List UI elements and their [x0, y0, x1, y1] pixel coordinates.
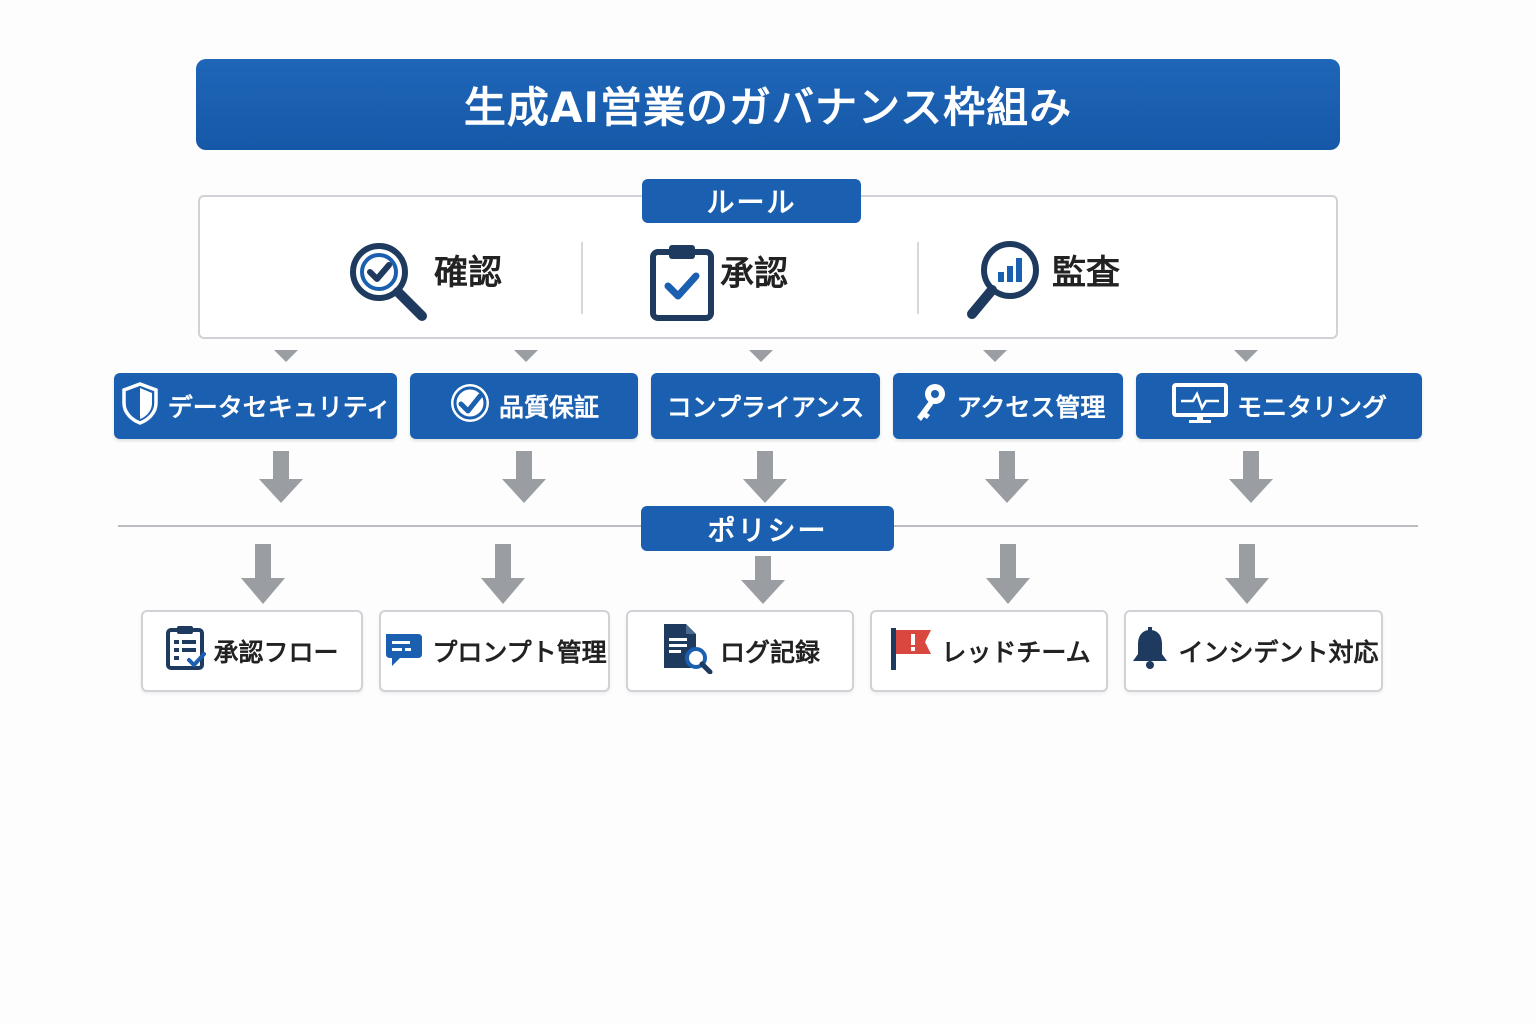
category-label: データセキュリティ — [167, 393, 392, 422]
rule-item-approve: 承認 — [650, 242, 788, 326]
category-label: モニタリング — [1236, 393, 1387, 422]
leaf-label: プロンプト管理 — [432, 638, 607, 667]
page-title: 生成AI営業のガバナンス枠組み — [196, 59, 1340, 150]
check-circle-icon — [449, 382, 491, 430]
rule-item-confirm: 確認 — [346, 240, 502, 326]
arrow-down-icon — [1234, 350, 1258, 362]
title-text: 生成AI営業のガバナンス枠組み — [463, 83, 1073, 132]
shield-icon — [120, 381, 160, 431]
arrow-down-icon — [274, 350, 298, 362]
arrow-down-icon — [241, 544, 285, 604]
chat-bubble-icon — [382, 626, 426, 676]
leaf-label: レッドチーム — [941, 638, 1091, 667]
arrow-down-icon — [481, 544, 525, 604]
red-flag-icon — [887, 624, 935, 678]
category-data-security: データセキュリティ — [114, 373, 397, 439]
monitor-icon — [1171, 381, 1229, 431]
clipboard-check-icon — [650, 242, 716, 326]
arrow-down-icon — [1225, 544, 1269, 604]
rules-label-text: ルール — [706, 186, 797, 219]
key-icon — [911, 381, 949, 431]
category-label: コンプライアンス — [666, 393, 865, 422]
magnifier-check-icon — [346, 240, 430, 326]
category-monitoring: モニタリング — [1136, 373, 1422, 439]
leaf-prompt-management: プロンプト管理 — [379, 610, 610, 692]
magnifier-chart-icon — [964, 240, 1048, 326]
rule-item-label: 監査 — [1052, 252, 1120, 293]
arrow-down-icon — [259, 451, 303, 503]
category-access-management: アクセス管理 — [893, 373, 1123, 439]
category-compliance: コンプライアンス — [651, 373, 880, 439]
policy-label: ポリシー — [641, 506, 894, 551]
rules-divider — [581, 242, 583, 314]
category-quality-assurance: 品質保証 — [410, 373, 638, 439]
arrow-down-icon — [502, 451, 546, 503]
rule-item-label: 確認 — [434, 252, 502, 293]
arrow-down-icon — [743, 451, 787, 503]
leaf-red-team: レッドチーム — [870, 610, 1108, 692]
policy-label-text: ポリシー — [707, 513, 828, 547]
bell-icon — [1128, 626, 1172, 676]
leaf-label: ログ記録 — [719, 638, 820, 667]
checklist-icon — [165, 624, 207, 678]
rule-item-audit: 監査 — [964, 240, 1120, 326]
category-label: アクセス管理 — [956, 393, 1106, 422]
arrow-down-icon — [514, 350, 538, 362]
leaf-label: インシデント対応 — [1178, 638, 1379, 667]
arrow-down-icon — [741, 556, 785, 604]
leaf-incident-response: インシデント対応 — [1124, 610, 1383, 692]
arrow-down-icon — [983, 350, 1007, 362]
leaf-logging: ログ記録 — [626, 610, 854, 692]
category-label: 品質保証 — [498, 393, 599, 422]
arrow-down-icon — [985, 451, 1029, 503]
rules-divider — [917, 242, 919, 314]
leaf-approval-flow: 承認フロー — [141, 610, 363, 692]
leaf-label: 承認フロー — [213, 638, 339, 667]
arrow-down-icon — [986, 544, 1030, 604]
arrow-down-icon — [1229, 451, 1273, 503]
arrow-down-icon — [749, 350, 773, 362]
document-search-icon — [660, 622, 714, 680]
rules-label: ルール — [642, 179, 861, 223]
rule-item-label: 承認 — [720, 253, 788, 294]
